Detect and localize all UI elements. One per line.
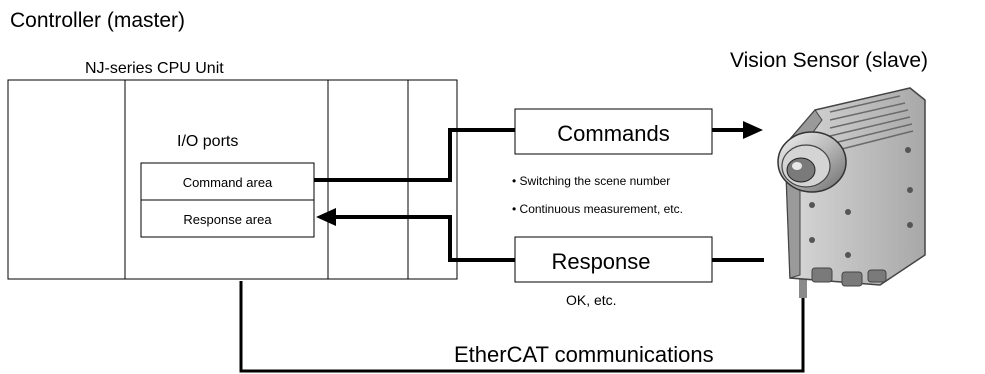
commands-label: Commands <box>557 121 669 146</box>
response-area-label: Response area <box>183 212 272 227</box>
controller-title: Controller (master) <box>10 9 185 32</box>
command-line <box>314 128 515 182</box>
ethercat-label: EtherCAT communications <box>454 342 714 367</box>
response-area-box <box>140 199 315 238</box>
response-box <box>514 236 713 283</box>
ethercat-line <box>239 281 805 373</box>
vision-sensor-icon <box>777 87 926 298</box>
response-arrowhead <box>316 208 336 226</box>
commands-note-1: • Switching the scene number <box>512 174 670 188</box>
sensor-cable <box>799 268 807 298</box>
io-ports-table: Command area Response area <box>140 162 315 238</box>
commands-note-2: • Continuous measurement, etc. <box>512 202 683 216</box>
response-note: OK, etc. <box>566 292 617 308</box>
command-area-label: Command area <box>183 175 273 190</box>
sensor-lens-glass <box>786 157 816 183</box>
sensor-title: Vision Sensor (slave) <box>730 49 928 72</box>
command-area-box <box>140 162 315 201</box>
response-label: Response <box>551 249 650 274</box>
io-ports-label: I/O ports <box>177 133 238 150</box>
response-return-line <box>334 215 515 262</box>
commands-arrowhead <box>743 121 763 139</box>
cpu-unit-label: NJ-series CPU Unit <box>85 60 224 77</box>
commands-box <box>514 108 713 155</box>
